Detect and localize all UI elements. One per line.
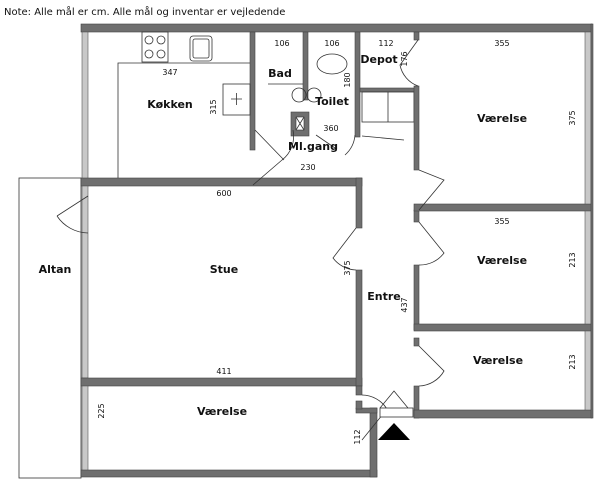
disclaimer-note: Note: Alle mål er cm. Alle mål og invent… [4,5,285,18]
washbasin-icon [291,87,307,103]
dim-toilet-depth: 180 [343,72,352,87]
dim-entry-depth: 437 [400,297,409,312]
dim-depot-depth: 176 [400,51,409,66]
room-label-bedroom-mid-right: Værelse [477,254,527,267]
room-labels: Køkken Bad Toilet Depot Ml.gang Værelse … [39,53,527,418]
stove-icon [141,31,169,63]
dim-hall-width: 230 [300,163,315,172]
room-label-bedroom-bottom-left: Værelse [197,405,247,418]
window [81,31,89,180]
room-label-kitchen: Køkken [147,98,193,111]
room-label-bedroom-top-right: Værelse [477,112,527,125]
dim-toilet-width: 106 [324,39,339,48]
room-label-toilet: Toilet [315,95,349,108]
walls [80,23,594,478]
dim-hall-depth: 360 [323,124,338,133]
dim-bedroom-bottom-right-depth: 213 [568,354,577,369]
window [81,185,89,379]
balcony-outline [18,177,82,479]
dim-bedroom-mid-right-depth: 213 [568,252,577,267]
fixtures [117,31,348,178]
room-label-bedroom-bottom-right: Værelse [473,354,523,367]
dim-bedroom-bottom-left-width: 411 [216,367,231,376]
window [584,210,592,325]
window [584,330,592,411]
dim-bedroom-mid-right-width: 355 [494,217,509,226]
room-label-balcony: Altan [39,263,72,276]
sink-icon [189,35,213,62]
room-label-entry: Entre [367,290,401,303]
dim-bedroom-top-right-width: 355 [494,39,509,48]
dim-bath-width: 106 [274,39,289,48]
dim-bedroom-top-right-depth: 375 [568,110,577,125]
dim-depot-width: 112 [378,39,393,48]
dim-entry-nook: 112 [353,429,362,444]
dim-bedroom-bottom-left-depth: 225 [97,403,106,418]
room-label-depot: Depot [360,53,397,66]
dimension-labels: 347 315 106 106 180 112 176 360 230 355 … [97,39,577,445]
doors [56,39,445,441]
entrance-arrow-icon [378,423,410,440]
window [584,31,592,205]
window [81,385,89,472]
room-label-living: Stue [210,263,238,276]
dim-living-width: 600 [216,189,231,198]
room-label-hall: Ml.gang [288,140,338,153]
dim-living-depth: 375 [343,260,352,275]
dim-kitchen-depth: 315 [209,99,218,114]
room-label-bath: Bad [268,67,292,80]
toilet-icon [316,53,348,75]
dim-kitchen-width: 347 [162,68,177,77]
entrance-door [379,407,414,418]
washbasin-icon [306,87,322,103]
